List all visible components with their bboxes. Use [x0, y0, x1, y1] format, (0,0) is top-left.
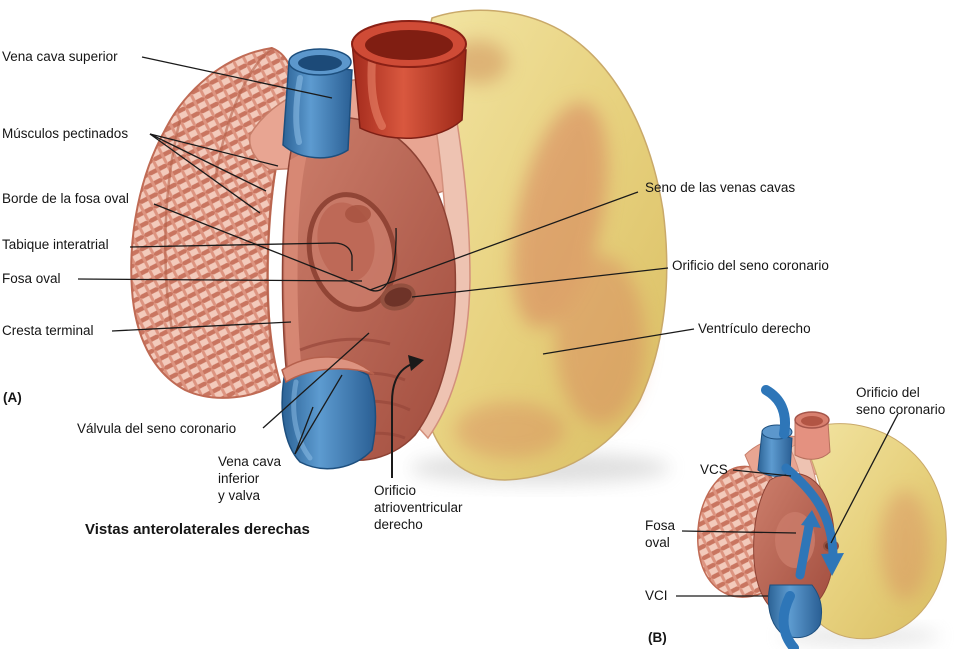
label-vena-cava-superior: Vena cava superior	[2, 49, 118, 64]
av-orifice-arrow	[391, 355, 424, 478]
panel-a-tag: (A)	[3, 390, 22, 405]
inset-aorta-vessel	[794, 411, 831, 460]
coronary-sinus-orifice	[380, 283, 416, 311]
leader-lines-b	[676, 413, 899, 597]
aorta-vessel	[351, 20, 467, 139]
panel-a-heart	[77, 9, 695, 484]
label-cresta-terminal: Cresta terminal	[2, 323, 94, 338]
label-orificio-seno-coronario-b: Orificio del seno coronario	[856, 385, 946, 417]
label-musculos-pectinados: Músculos pectinados	[2, 126, 129, 141]
panel-b-tag: (B)	[648, 630, 667, 645]
label-ventriculo-derecho: Ventrículo derecho	[698, 321, 811, 336]
label-fosa-oval: Fosa oval	[2, 271, 61, 286]
label-vcs: VCS	[700, 462, 728, 477]
flow-arrowhead-up	[801, 510, 821, 528]
inset-ivc-vessel	[767, 584, 823, 639]
label-vena-cava-inferior: Vena cava inferior y valva	[218, 454, 282, 503]
atrial-wall-cut-rim	[409, 23, 471, 440]
superior-vena-cava-vessel	[282, 48, 353, 159]
label-valvula-seno-coronario: Válvula del seno coronario	[77, 421, 237, 436]
label-fosa-oval-b: Fosa oval	[645, 518, 676, 550]
label-seno-venas-cavas: Seno de las venas cavas	[645, 180, 796, 195]
panel-b-heart	[676, 385, 947, 649]
label-orificio-atrioventricular: Orificio atrioventricular derecho	[374, 483, 463, 532]
leader-lines-a	[77, 56, 695, 455]
label-vci: VCI	[645, 588, 668, 603]
label-borde-fosa-oval: Borde de la fosa oval	[2, 191, 129, 206]
label-orificio-seno-coronario-a: Orificio del seno coronario	[672, 258, 829, 273]
label-tabique-interatrial: Tabique interatrial	[2, 237, 109, 252]
figure-caption: Vistas anterolaterales derechas	[85, 521, 310, 538]
flow-arrowhead-down	[821, 553, 844, 576]
blood-flow-arrows	[761, 385, 838, 649]
